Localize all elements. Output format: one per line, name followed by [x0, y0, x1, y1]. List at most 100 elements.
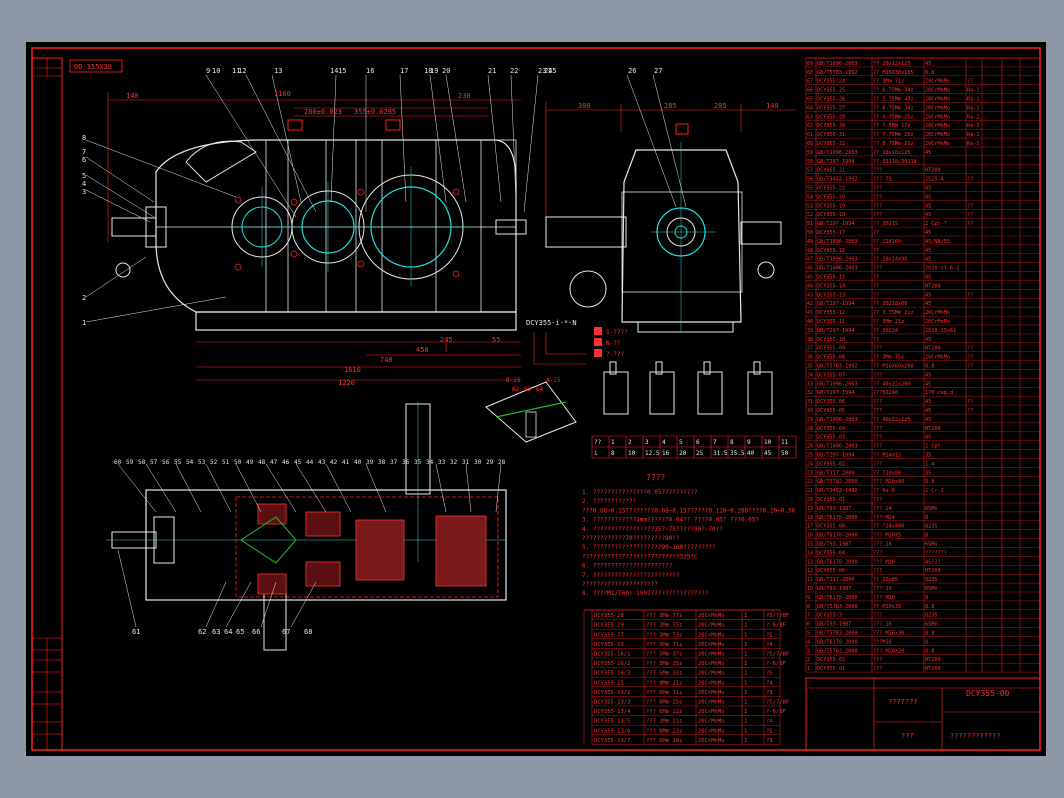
balloon-label: 48 — [258, 459, 266, 466]
dimension-label: 1160 — [274, 90, 291, 98]
bom-cell: Ra-2 — [967, 114, 980, 120]
bom-cell: Ra-1 — [967, 88, 980, 94]
ratio-value: 25 — [696, 450, 704, 457]
balloon-label: 35 — [414, 459, 422, 466]
balloon-label: 43 — [318, 459, 326, 466]
detail-label: A-i5 — [546, 377, 561, 384]
gear-table-cell: 1 — [744, 700, 747, 706]
option-label: N-?? — [606, 340, 621, 347]
bom-index: 27 — [807, 435, 813, 441]
bom-index: 21 — [807, 488, 813, 494]
gear-table-cell: 20CrMnMo — [698, 690, 725, 696]
ratio-value: 12.5 — [645, 450, 660, 457]
balloon-label: 55 — [174, 459, 182, 466]
bom-cell: DCY355-02 — [817, 461, 845, 467]
bom-cell: HT200 — [925, 283, 941, 289]
bom-cell: DCY355-13 — [817, 292, 845, 298]
bom-index: 53 — [807, 203, 813, 209]
bom-cell: DCY355-19 — [817, 203, 845, 209]
bom-index: 4 — [807, 639, 810, 645]
bom-cell: ??? — [873, 613, 882, 619]
gear-table-cell: DCY355-13/6 — [594, 728, 630, 734]
gear-table-cell: ?4 — [766, 719, 773, 725]
note-line: 4. ?????????????????35?~75?????90?~70?? — [582, 526, 723, 533]
bom-cell: ??? M20x80 — [873, 479, 904, 485]
bom-index: 59 — [807, 150, 813, 156]
gear-table-cell: ?5/7/8F — [766, 613, 789, 619]
bom-index: 2 — [807, 657, 810, 663]
bom-cell: Q235 — [925, 613, 938, 619]
bom-cell: ??? M16 — [873, 559, 895, 565]
bom-index: 69 — [807, 61, 813, 67]
gear-table-cell: ?-6/8F — [766, 661, 786, 667]
note-line: 6. ?????????????????????? — [582, 563, 673, 570]
bom-cell: HT200 — [925, 426, 941, 432]
gear-table-cell: DCY355-13/5 — [594, 719, 630, 725]
bom-index: 43 — [807, 292, 813, 298]
dimension-label: 1610 — [344, 366, 361, 374]
bom-cell: ??? — [873, 426, 882, 432]
bom-cell: ?? M16X30x185 — [873, 70, 914, 76]
bom-cell: ?? — [967, 408, 973, 414]
bom-cell: 45 — [925, 372, 931, 378]
balloon-label: 65 — [236, 628, 244, 636]
gear-table-cell: DCY355-16/1 — [594, 652, 630, 658]
bom-cell: ??? 75 — [873, 177, 892, 183]
bom-cell: DCY355-26 — [817, 97, 845, 103]
ratio-value: 45 — [764, 450, 772, 457]
bom-cell: GB/T93-1987 — [817, 542, 851, 548]
bom-cell: ?? 7.75Mm 26z — [873, 132, 914, 138]
gear-table-cell: ?3 — [766, 690, 773, 696]
balloon-label: 25 — [548, 67, 556, 75]
bom-cell: ??? M10 — [873, 595, 895, 601]
bom-cell: 2010 cf 6-2 — [925, 266, 959, 272]
gear-table-cell: DCY355-13/7 — [594, 738, 630, 744]
note-line: 7. ???????????????????????? — [582, 572, 680, 579]
gear-table-cell: DCY355-16/3 — [594, 671, 630, 677]
bom-index: 6 — [807, 622, 810, 628]
cad-drawing[interactable]: 0D-355X30 — [26, 42, 1046, 756]
bom-index: 24 — [807, 461, 813, 467]
bom-index: 23 — [807, 470, 813, 476]
gear-table-cell: ??? 6Mm 22z — [646, 709, 682, 715]
gear-table-cell: ?5/7/8F — [766, 652, 789, 658]
gear-table-cell: DCY355-13/2 — [594, 690, 630, 696]
bom-cell: 45 — [925, 212, 931, 218]
bom-cell: DCY355-21 — [817, 168, 845, 174]
bom-cell: GB/T6170-2000 — [817, 559, 858, 565]
balloon-label: 18 — [424, 67, 432, 75]
gear-table-cell: ??? 3Mm 77z — [646, 613, 682, 619]
ratio-header: 5 — [679, 439, 683, 446]
bom-index: 65 — [807, 97, 813, 103]
cad-drawing-canvas[interactable]: 0D-355X30 — [26, 42, 1046, 756]
gear-table-cell: DCY355-13/4 — [594, 709, 631, 715]
gear-table-cell: DCY355-27 — [594, 632, 624, 638]
bom-cell: ?? M10x30 — [873, 604, 901, 610]
gear-table-cell: DCY355-19 — [594, 642, 624, 648]
bom-cell: ?? 28x14x90 — [873, 257, 907, 263]
bom-cell: GB/T93-1987 — [817, 506, 851, 512]
bom-cell: GB/T5783-1992 — [817, 364, 858, 370]
bom-cell: Ra-1 — [967, 123, 980, 129]
drawing-number: DCY355-00 — [966, 689, 1010, 698]
bom-cell: DCY355-00 — [817, 524, 845, 530]
bom-cell: ?? 6.75Mm 34z — [873, 88, 914, 94]
gear-table-cell: 1 — [744, 623, 747, 629]
gear-table-cell: DCY355-16/2 — [594, 661, 630, 667]
bom-cell: DCY355-06 — [817, 399, 845, 405]
gear-table-cell: ?5/7/8F — [766, 700, 789, 706]
bom-cell: GB/T5782-2000 — [817, 479, 858, 485]
bom-cell: 45 — [925, 381, 931, 387]
balloon-label: 54 — [186, 459, 194, 466]
bom-cell: DCY355-05 — [817, 408, 845, 414]
balloon-label: 6 — [82, 156, 86, 164]
bom-index: 46 — [807, 266, 813, 272]
bom-cell: GB/T297-1994 — [817, 453, 854, 459]
bom-cell: ??? — [873, 372, 882, 378]
balloon-label: 7 — [82, 148, 86, 156]
balloon-label: 2 — [82, 294, 86, 302]
bom-cell: ??? — [873, 568, 882, 574]
bom-cell: ?? 30215 — [873, 221, 898, 227]
bom-cell: ??? — [873, 266, 882, 272]
gear-table-cell: 20CrMnMo — [698, 623, 725, 629]
